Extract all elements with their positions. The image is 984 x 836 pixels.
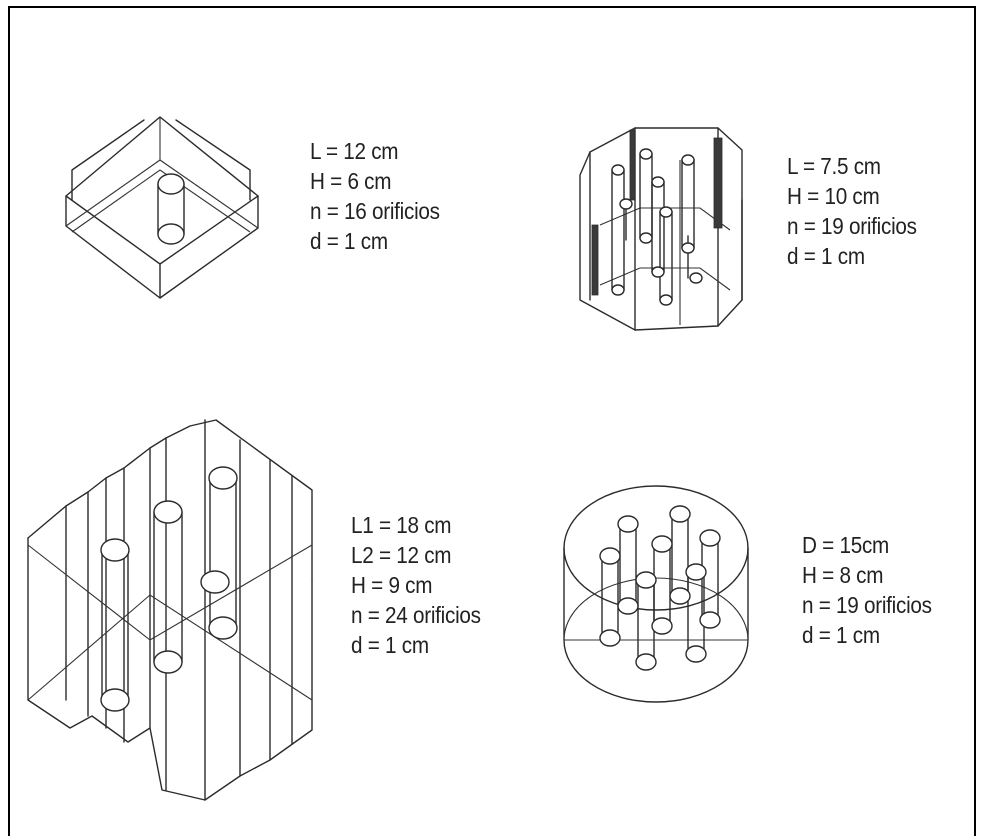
notched-block-specs: L1 = 18 cm L2 = 12 cm H = 9 cm n = 24 or… — [351, 510, 481, 660]
spec-line: n = 19 orificios — [802, 592, 932, 618]
spec-line: H = 10 cm — [787, 183, 880, 209]
spec-line: H = 6 cm — [310, 168, 392, 194]
spec-line: d = 1 cm — [310, 228, 388, 254]
spec-line: d = 1 cm — [802, 622, 880, 648]
cylinder-specs: D = 15cm H = 8 cm n = 19 orificios d = 1… — [802, 530, 932, 650]
hexagonal-block-outline — [580, 128, 742, 330]
hexagonal-block-specs: L = 7.5 cm H = 10 cm n = 19 orificios d … — [787, 151, 917, 271]
square-block-outline — [66, 117, 258, 298]
square-block-specs: L = 12 cm H = 6 cm n = 16 orificios d = … — [310, 136, 440, 256]
spec-line: n = 24 orificios — [351, 602, 481, 628]
spec-line: d = 1 cm — [787, 243, 865, 269]
notched-block-holes — [101, 467, 237, 711]
spec-line: d = 1 cm — [351, 632, 429, 658]
notched-block-outline — [28, 420, 312, 800]
cylinder-holes — [600, 506, 720, 670]
spec-line: L = 12 cm — [310, 138, 399, 164]
spec-line: n = 16 orificios — [310, 198, 440, 224]
spec-line: L1 = 18 cm — [351, 512, 452, 538]
spec-line: L = 7.5 cm — [787, 153, 881, 179]
cylinder-outline — [564, 486, 748, 702]
figure-frame — [8, 6, 976, 836]
spec-line: n = 19 orificios — [787, 213, 917, 239]
hexagonal-block-holes — [612, 149, 702, 305]
spec-line: D = 15cm — [802, 532, 890, 558]
spec-line: H = 8 cm — [802, 562, 884, 588]
spec-line: H = 9 cm — [351, 572, 433, 598]
spec-line: L2 = 12 cm — [351, 542, 452, 568]
square-block-holes — [158, 174, 184, 244]
